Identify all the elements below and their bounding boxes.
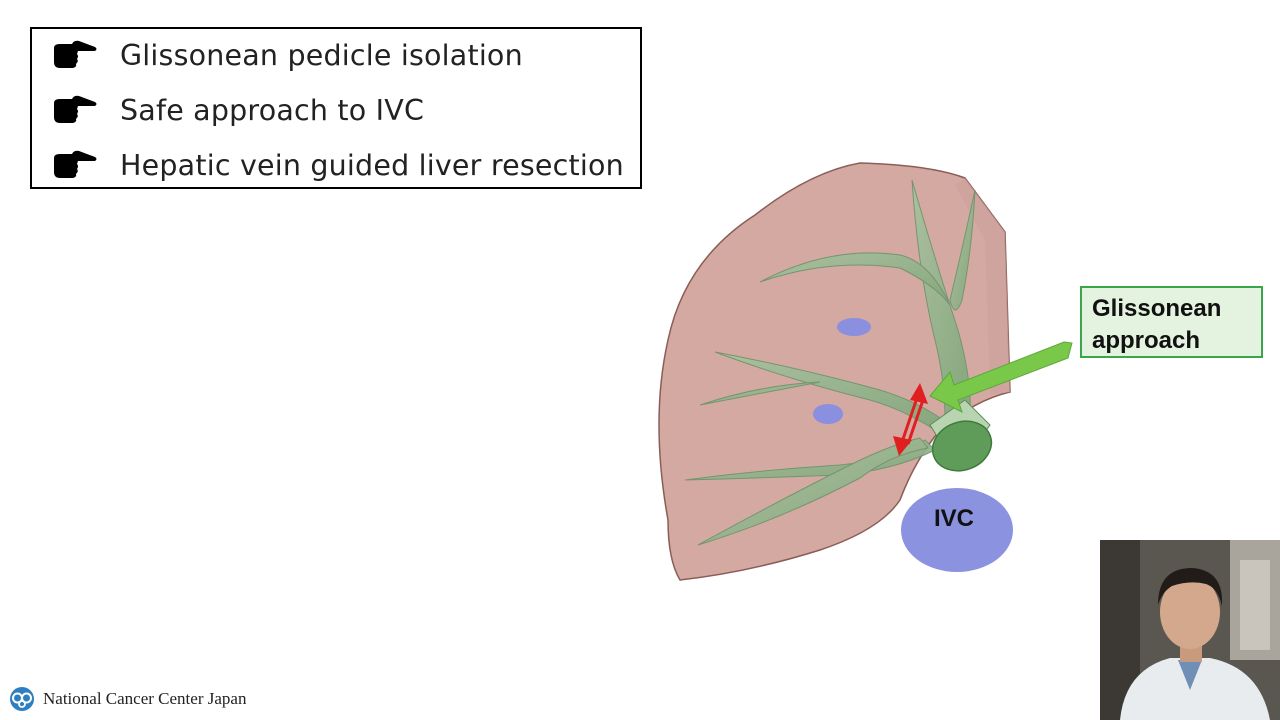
pointing-hand-icon	[54, 150, 97, 178]
red-double-arrow	[893, 383, 928, 456]
bullet-text: Glissonean pedicle isolation	[120, 38, 523, 72]
hepatic-vein-dot	[813, 404, 843, 424]
presenter-video-feed	[1100, 540, 1280, 720]
footer: National Cancer Center Japan	[9, 686, 246, 712]
callout-line-2: approach	[1092, 327, 1201, 354]
bullet-item: Safe approach to IVC	[52, 90, 424, 130]
glissonean-approach-callout: Glissonean approach	[1080, 286, 1263, 358]
glissonean-pedicle-branches	[684, 179, 976, 546]
hepatic-vein-dot	[837, 318, 871, 336]
glissonean-pedicle-stump	[929, 399, 993, 472]
bullet-text: Hepatic vein guided liver resection	[120, 148, 624, 182]
presenter-silhouette-icon	[1100, 540, 1280, 720]
pointing-hand-icon	[54, 40, 97, 68]
green-approach-arrow	[929, 341, 1073, 413]
liver-edge-band	[955, 178, 1010, 395]
bullet-item: Glissonean pedicle isolation	[52, 35, 523, 75]
ivc-ellipse	[901, 488, 1013, 572]
ncc-logo-icon	[10, 687, 34, 711]
bullet-item: Hepatic vein guided liver resection	[52, 145, 624, 185]
pointing-hand-icon	[54, 95, 97, 123]
bullet-text: Safe approach to IVC	[120, 93, 425, 127]
bullet-list-box: Glissonean pedicle isolation Safe approa…	[30, 27, 642, 189]
org-name: National Cancer Center Japan	[43, 689, 247, 708]
ivc-label: IVC	[933, 505, 974, 532]
callout-line-1: Glissonean	[1092, 295, 1222, 322]
